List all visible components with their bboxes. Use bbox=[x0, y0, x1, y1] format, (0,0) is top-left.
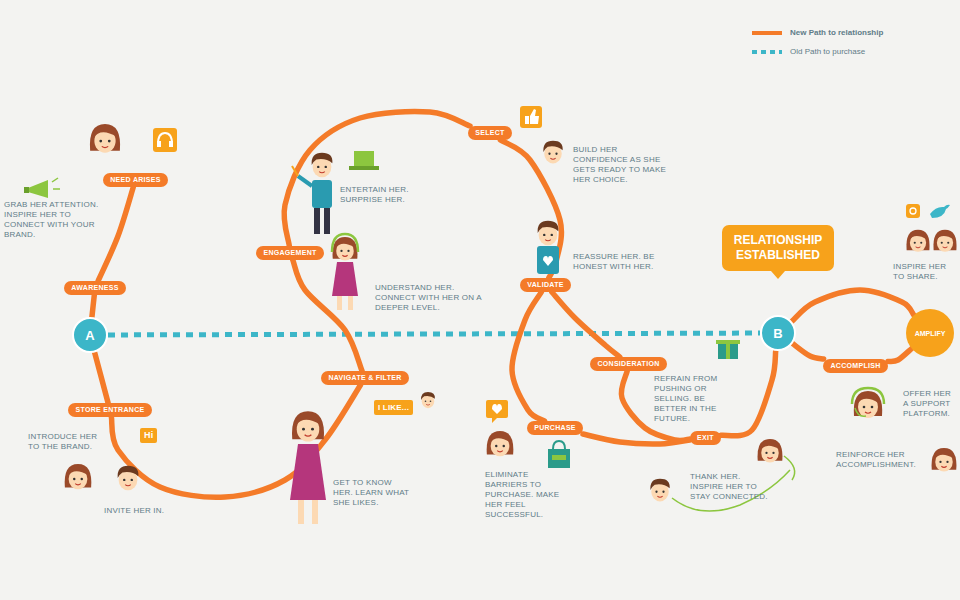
stage-pill: AWARENESS bbox=[64, 281, 126, 295]
legend-text: Old Path to purchase bbox=[790, 47, 865, 57]
heart-bubble-icon bbox=[486, 400, 508, 423]
stage-pill: NAVIGATE & FILTER bbox=[321, 371, 409, 385]
journey-path bbox=[284, 112, 470, 246]
stage-pill: VALIDATE bbox=[520, 278, 571, 292]
stage-label: AWARENESS bbox=[71, 281, 118, 295]
journey-path bbox=[95, 352, 109, 403]
stage-label: SELECT bbox=[475, 126, 504, 140]
journey-note: INSPIRE HER TO SHARE. bbox=[893, 262, 957, 282]
top-hat-icon bbox=[349, 151, 379, 170]
stage-circle: AMPLIFY bbox=[906, 309, 954, 357]
stage-pill: SELECT bbox=[468, 126, 512, 140]
support-agent bbox=[852, 388, 884, 418]
shopper-figure bbox=[290, 411, 326, 524]
stage-label: STORE ENTRANCE bbox=[75, 403, 144, 417]
connected-faces bbox=[650, 439, 794, 511]
journey-note: REFRAIN FROM PUSHING OR SELLING. BE BETT… bbox=[654, 374, 732, 424]
journey-path bbox=[512, 292, 545, 421]
customer-face bbox=[65, 464, 92, 489]
stage-label: A bbox=[85, 328, 94, 343]
listening-girl bbox=[332, 234, 358, 310]
journey-note: THANK HER. INSPIRE HER TO STAY CONNECTED… bbox=[690, 472, 770, 502]
stage-label: NEED ARISES bbox=[110, 173, 161, 187]
journey-note: OFFER HER A SUPPORT PLATFORM. bbox=[903, 389, 957, 419]
journey-note: INTRODUCE HER TO THE BRAND. bbox=[28, 432, 110, 452]
stage-pill: EXIT bbox=[690, 431, 721, 445]
customer-face bbox=[543, 141, 562, 164]
journey-note: BUILD HER CONFIDENCE AS SHE GETS READY T… bbox=[573, 145, 669, 185]
legend-samples bbox=[752, 33, 782, 52]
sharing-faces bbox=[906, 230, 956, 252]
journey-note: GRAB HER ATTENTION. INSPIRE HER TO CONNE… bbox=[4, 200, 99, 240]
social-icons bbox=[906, 204, 950, 218]
stage-label: VALIDATE bbox=[527, 278, 563, 292]
old-path-line bbox=[108, 333, 760, 335]
journey-path bbox=[92, 295, 94, 317]
gift-icon bbox=[716, 340, 740, 359]
stage-label: B bbox=[773, 326, 782, 341]
stage-label: ACCOMPLISH bbox=[830, 359, 880, 373]
customer-face bbox=[932, 448, 957, 472]
speech-bubble: I LIKE... bbox=[374, 400, 413, 415]
megaphone-icon bbox=[24, 178, 60, 198]
stage-pill: PURCHASE bbox=[527, 421, 583, 435]
reassuring-figure bbox=[537, 221, 559, 274]
small-face bbox=[421, 392, 435, 408]
headphone-icon bbox=[153, 128, 177, 152]
legend-text: New Path to relationship bbox=[790, 28, 883, 38]
journey-note: ELIMINATE BARRIERS TO PURCHASE. MAKE HER… bbox=[485, 470, 573, 520]
entertainer-figure bbox=[292, 153, 332, 234]
journey-note: REINFORCE HER ACCOMPLISHMENT. bbox=[836, 450, 932, 470]
shopping-bag-icon bbox=[548, 441, 570, 468]
callout-box: RELATIONSHIP ESTABLISHED bbox=[722, 225, 834, 271]
journey-path bbox=[888, 349, 912, 362]
stage-pill: STORE ENTRANCE bbox=[68, 403, 152, 417]
customer-face bbox=[90, 124, 120, 153]
stage-pill: NEED ARISES bbox=[103, 173, 168, 187]
stage-label: PURCHASE bbox=[534, 421, 576, 435]
stage-pill: ENGAGEMENT bbox=[256, 246, 324, 260]
thumbs-up-icon bbox=[520, 106, 542, 128]
journey-note: REASSURE HER. BE HONEST WITH HER. bbox=[573, 252, 683, 272]
stage-label: EXIT bbox=[697, 431, 714, 445]
journey-path bbox=[793, 344, 824, 360]
milestone-circle: A bbox=[72, 317, 108, 353]
stage-pill: CONSIDERATION bbox=[590, 357, 667, 371]
customer-face bbox=[487, 431, 514, 456]
journey-path bbox=[552, 292, 620, 357]
journey-note: GET TO KNOW HER. LEARN WHAT SHE LIKES. bbox=[333, 478, 411, 508]
journey-note: INVITE HER IN. bbox=[104, 506, 194, 516]
stage-label: RELATIONSHIP ESTABLISHED bbox=[728, 233, 828, 263]
journey-path bbox=[721, 351, 776, 436]
stage-label: NAVIGATE & FILTER bbox=[328, 371, 401, 385]
journey-note: ENTERTAIN HER. SURPRISE HER. bbox=[340, 185, 420, 205]
stage-label: ENGAGEMENT bbox=[263, 246, 316, 260]
journey-path bbox=[98, 187, 133, 281]
speech-bubble: Hi bbox=[140, 428, 157, 443]
stage-label: CONSIDERATION bbox=[597, 357, 659, 371]
milestone-circle: B bbox=[760, 315, 796, 351]
journey-path bbox=[792, 290, 914, 321]
greeter-face bbox=[118, 466, 139, 490]
journey-note: UNDERSTAND HER. CONNECT WITH HER ON A DE… bbox=[375, 283, 485, 313]
stage-pill: ACCOMPLISH bbox=[823, 359, 888, 373]
stage-label: AMPLIFY bbox=[915, 330, 946, 337]
journey-path bbox=[293, 260, 362, 371]
